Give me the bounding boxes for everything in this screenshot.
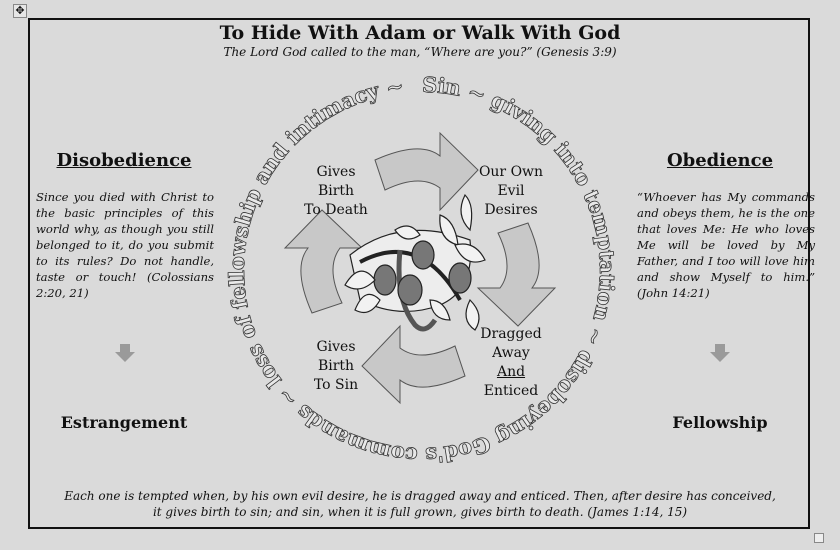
- page-subtitle: The Lord God called to the man, “Where a…: [223, 45, 617, 59]
- tree-with-serpent-illustration: [344, 193, 486, 332]
- table-move-handle-icon[interactable]: ✥: [13, 4, 27, 18]
- cycle-arrow-left: [284, 209, 363, 314]
- stage-gives-birth-to-death: Gives Birth To Death: [276, 163, 396, 220]
- stage-line: Gives: [316, 164, 356, 180]
- stage-line: Evil: [497, 183, 525, 199]
- stage-line: Away: [492, 345, 530, 361]
- stage-line: Gives: [316, 339, 356, 355]
- footer-verse: Each one is tempted when, by his own evi…: [40, 488, 800, 520]
- stage-line: To Sin: [313, 377, 359, 393]
- stage-line: Dragged: [480, 326, 542, 342]
- cycle-arrow-right: [477, 222, 556, 327]
- resize-handle-icon[interactable]: [814, 533, 824, 543]
- stage-line: Our Own: [478, 164, 544, 180]
- obedience-heading: Obedience: [666, 150, 774, 171]
- stage-line: Enticed: [483, 383, 539, 399]
- stage-line: Desires: [484, 202, 538, 218]
- page-title: To Hide With Adam or Walk With God: [219, 22, 621, 44]
- stage-line: To Death: [304, 202, 368, 218]
- stage-dragged-away-and-enticed: Dragged Away And Enticed: [451, 325, 571, 401]
- stage-gives-birth-to-sin: Gives Birth To Sin: [276, 338, 396, 395]
- fellowship-label: Fellowship: [672, 413, 768, 432]
- estrangement-label: Estrangement: [60, 413, 188, 432]
- footer-line: it gives birth to sin; and sin, when it …: [152, 505, 688, 519]
- document-frame: [28, 18, 810, 529]
- disobedience-heading: Disobedience: [56, 150, 192, 171]
- stage-our-own-evil-desires: Our Own Evil Desires: [451, 163, 571, 220]
- disobedience-verse: Since you died with Christ to the basic …: [36, 190, 214, 300]
- obedience-verse: “Whoever has My commands and obeys them,…: [637, 190, 815, 300]
- stage-line: Birth: [317, 183, 355, 199]
- footer-line: Each one is tempted when, by his own evi…: [64, 489, 776, 503]
- stage-line: And: [496, 364, 526, 380]
- stage-line: Birth: [317, 358, 355, 374]
